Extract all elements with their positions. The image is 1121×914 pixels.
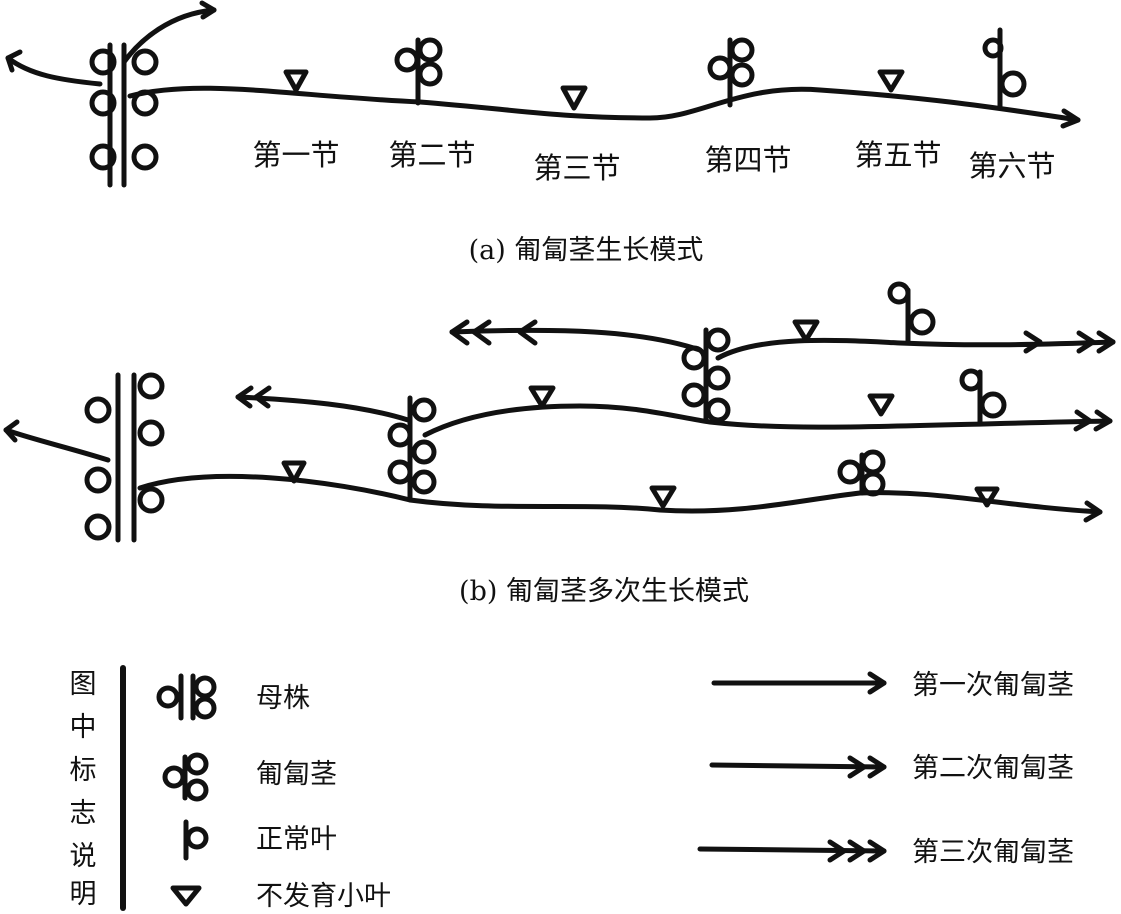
stolon-arrowhead [1060, 108, 1081, 129]
legend-title-char: 中 [70, 712, 97, 743]
single-arrow-icon [711, 671, 887, 695]
abortive-leaflet-icon [560, 85, 588, 111]
legend: 图 中 标 志 说 明 母株 匍匐茎 正常叶 不发育小叶 [70, 665, 1074, 912]
node-label: 第一节 [252, 138, 339, 172]
left-branch-arrow [5, 55, 103, 87]
single-arrowhead [1083, 500, 1103, 523]
legend-label: 第二次匍匐茎 [912, 753, 1074, 784]
mother-plant-icon [89, 42, 159, 188]
legend-label: 第一次匍匐茎 [912, 670, 1074, 701]
legend-title-char: 志 [70, 798, 97, 829]
left-arrowhead [3, 419, 20, 443]
panel-a: 第一节 第二节 第三节 第四节 第五节 第六节 (a) 匍匐茎生长模式 [5, 0, 1081, 266]
legend-title-char: 明 [70, 879, 97, 910]
node-label: 第二节 [388, 138, 475, 172]
third-stolon-left [449, 327, 703, 353]
double-arrow-icon [709, 755, 887, 779]
third-stolon-line [715, 337, 1116, 361]
stolon-plantlet-icon [681, 327, 731, 423]
first-stolon-line [137, 473, 1103, 515]
legend-label: 第三次匍匐茎 [912, 837, 1074, 868]
abortive-leaflet-icon [974, 486, 1000, 508]
double-arrowhead [1073, 409, 1113, 432]
legend-title-char: 图 [70, 669, 97, 700]
normal-leaf-icon [959, 368, 1007, 427]
stolon-line [127, 85, 1081, 123]
stolon-plantlet-icon [387, 395, 437, 503]
abortive-leaflet-icon [867, 393, 895, 417]
abortive-leaflet-icon [877, 69, 905, 93]
stolon-plantlet-icon [837, 449, 886, 497]
stolon-plantlet-icon [394, 37, 443, 106]
triple-arrowhead-left [449, 319, 538, 346]
legend-title-char: 标 [70, 755, 97, 786]
node-label: 第四节 [704, 143, 791, 177]
legend-label: 母株 [256, 683, 310, 714]
normal-leaf-icon [887, 281, 936, 345]
abortive-leaflet-icon [283, 69, 309, 93]
abortive-leaflet-icon [170, 885, 202, 907]
panel-b-caption: (b) 匍匐茎多次生长模式 [459, 576, 749, 607]
mother-plant-icon [156, 673, 217, 721]
legend-title-char: 说 [70, 841, 97, 872]
node-label: 第六节 [968, 149, 1055, 183]
up-branch-arrow [121, 7, 217, 65]
left-branch-arrow [3, 427, 111, 463]
panel-a-caption: (a) 匍匐茎生长模式 [469, 235, 704, 266]
mother-plant-icon [84, 372, 165, 543]
legend-label: 不发育小叶 [256, 881, 391, 912]
up-arrowhead [199, 0, 217, 20]
left-arrowhead [5, 49, 23, 73]
stolon-icon [162, 752, 209, 802]
triple-arrowhead [1023, 330, 1116, 354]
abortive-leaflet-icon [281, 460, 307, 484]
normal-leaf-icon [982, 27, 1027, 109]
legend-label: 正常叶 [256, 824, 337, 855]
triple-arrow-icon [697, 839, 887, 863]
abortive-leaflet-icon [792, 319, 820, 343]
stolon-plantlet-icon [707, 37, 755, 108]
second-stolon-line [422, 403, 1113, 438]
node-label: 第三节 [533, 151, 620, 185]
node-label: 第五节 [854, 138, 941, 172]
normal-leaf-icon [183, 819, 209, 861]
double-arrowhead-left [235, 385, 272, 409]
panel-b: (b) 匍匐茎多次生长模式 [3, 281, 1116, 607]
abortive-leaflet-icon [528, 385, 556, 409]
legend-label: 匍匐茎 [256, 759, 337, 790]
abortive-leaflet-icon [649, 485, 677, 509]
